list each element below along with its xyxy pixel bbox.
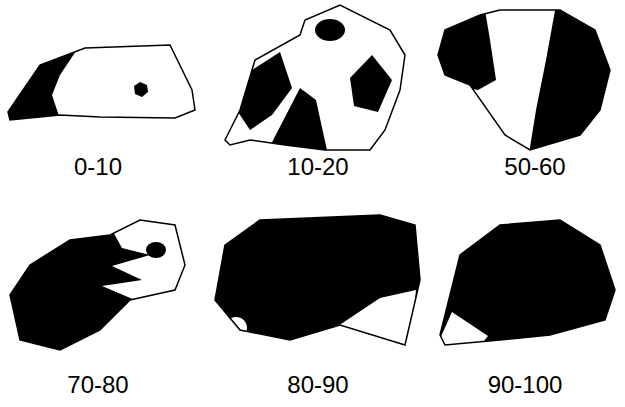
particle-80-90 [215, 215, 420, 350]
size-range-slot: 70-80 [63, 372, 133, 398]
particle-10-20 [225, 5, 405, 155]
particle-90-100 [435, 220, 615, 352]
size-range-label: 10-20 [287, 153, 348, 180]
particle-0-10 [0, 45, 195, 130]
size-range-label: 70-80 [67, 371, 128, 398]
size-range-label: 90-100 [488, 371, 563, 398]
size-range-slot: 90-100 [484, 372, 567, 398]
size-range-label: 50-60 [504, 153, 565, 180]
size-range-label: 0-10 [74, 153, 122, 180]
particle-50-60 [430, 5, 620, 160]
size-range-slot: 50-60 [500, 154, 570, 180]
size-range-label: 80-90 [287, 371, 348, 398]
size-range-slot: 80-90 [283, 372, 353, 398]
size-range-slot: 0-10 [70, 154, 127, 180]
particle-70-80 [0, 220, 185, 360]
size-range-slot: 10-20 [283, 154, 353, 180]
